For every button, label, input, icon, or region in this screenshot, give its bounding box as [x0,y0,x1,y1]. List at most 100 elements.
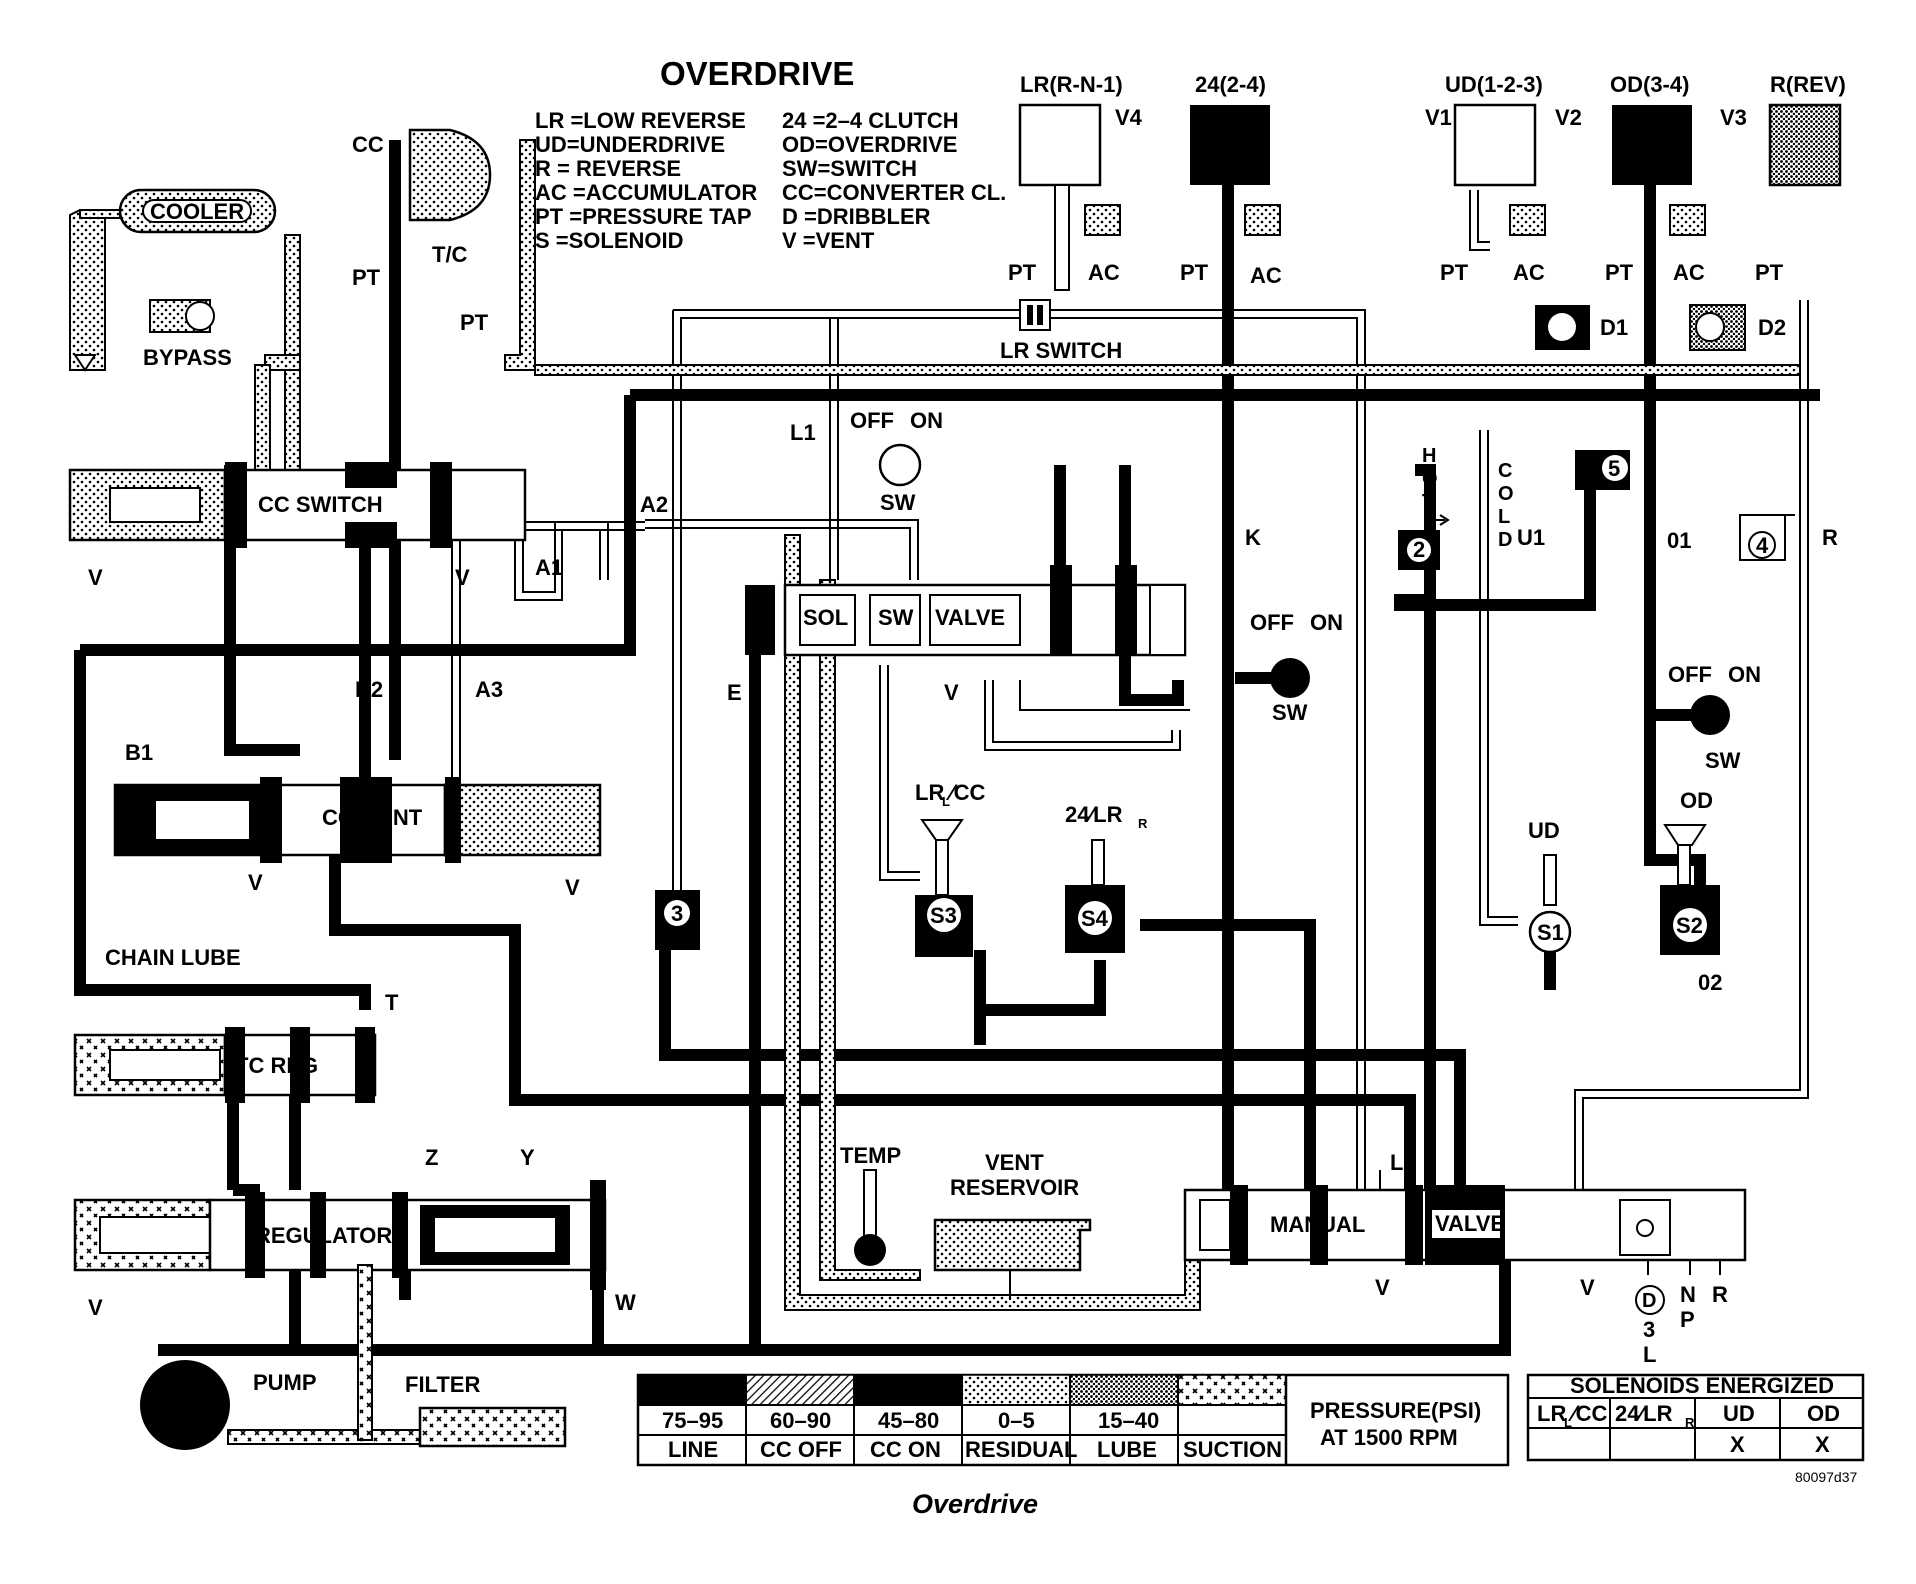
switch3-on: ON [1728,662,1761,687]
switch-off-icon [878,443,922,487]
valve-label: VALVE [935,605,1005,630]
switch2-sw: SW [1272,700,1308,725]
gear-r: R [1712,1282,1728,1307]
thin-line-passages [451,190,1809,1190]
cooler-drain-arrow-icon [73,354,97,372]
pressure-switch-top: OFF ON SW [850,408,943,515]
abbreviation-list-left: LR =LOW REVERSE UD=UNDERDRIVE R = REVERS… [535,108,757,253]
cc-switch-label: CC SWITCH [258,492,383,517]
switch-on-icon [1270,658,1310,698]
pressure-regulator-valve: REGULATOR Z Y W V [73,1145,636,1320]
pump-icon [140,1360,230,1450]
ud-clutch: UD(1-2-3) V1 V2 PT AC U1 [1425,72,1582,550]
s3-lr-sub: L [942,794,950,809]
thermal-arrow-icon [1430,514,1450,526]
manual-valve: MANUAL VALVE L2 V V D N P R 3 L [1183,1150,1747,1367]
temperature-sensor: TEMP [840,1143,901,1266]
switch1-sw: SW [880,490,916,515]
hot-o: O [1422,468,1438,490]
sol-valve-vent: V [944,680,959,705]
pump-and-filter: PUMP FILTER [140,1264,567,1450]
t-label: T [385,990,399,1015]
lr-switch-label: LR SWITCH [1000,338,1122,363]
v4-label: V4 [1115,105,1143,130]
legend-range-residual: 0–5 [998,1408,1035,1433]
cold-d: D [1498,529,1512,551]
legend-range-cc-off: 60–90 [770,1408,831,1433]
vent-label: VENT [985,1150,1044,1175]
c24-label: 24(2-4) [1195,72,1266,97]
sol-label: SOL [803,605,848,630]
u1-label: U1 [1517,525,1545,550]
solenoid-switch-valve: SOL SW VALVE E V L1 [727,420,1187,705]
cc-control-valve: CC CONT B1 B2 A3 V V [113,677,602,900]
gear-3: 3 [1643,1317,1655,1342]
abbrev-lr: LR =LOW REVERSE [535,108,746,133]
manual-label: MANUAL [1270,1212,1365,1237]
gear-d-icon [1635,1285,1665,1315]
v1-label: V1 [1425,105,1452,130]
s2-od-label: OD [1680,788,1713,813]
od-pt-label: PT [1605,260,1634,285]
abbrev-sw: SW=SWITCH [782,156,917,181]
s3-label: S3 [930,903,957,928]
lr-clutch: LR(R-N-1) V4 PT AC LR SWITCH [1000,72,1143,363]
abbrev-d: D =DRIBBLER [782,204,931,229]
od34-label: OD(3-4) [1610,72,1689,97]
legend-swatch-line [638,1375,746,1405]
figure-code: 80097d37 [1795,1469,1858,1485]
cooler-core [142,199,252,223]
switch3-sw: SW [1705,748,1741,773]
switch1-off: OFF [850,408,894,433]
ud-ac-label: AC [1513,260,1545,285]
solenoid-table-title: SOLENOIDS ENERGIZED [1570,1373,1834,1398]
lr-ac-label: AC [1088,260,1120,285]
abbrev-r: R = REVERSE [535,156,681,181]
solenoid-s1: UD S1 [1528,818,1572,954]
legend-subtitle: AT 1500 RPM [1320,1425,1458,1450]
solenoid-s2: OD S2 02 [1660,788,1722,995]
e-label: E [727,680,742,705]
manual-vent-2: V [1580,1275,1595,1300]
thermal-valve: H O T C O L D 2 [1398,445,1514,570]
check-3-label: 3 [671,901,683,926]
solenoid-header-24lr-sub: R [1685,1415,1695,1430]
manual-valve-label: VALVE [1435,1211,1505,1236]
switch2-on: ON [1310,610,1343,635]
legend-name-line: LINE [668,1437,718,1462]
check-2-label: 2 [1413,537,1425,562]
abbrev-cc: CC=CONVERTER CL. [782,180,1006,205]
s2-label: S2 [1676,913,1703,938]
cold-c: C [1498,460,1512,482]
pt-label-tc: PT [460,310,489,335]
switch1-on: ON [910,408,943,433]
b2-label: B2 [355,677,383,702]
v2-label: V2 [1555,105,1582,130]
z-label: Z [425,1145,438,1170]
check-4-label: 4 [1756,533,1769,558]
abbrev-ac: AC =ACCUMULATOR [535,180,757,205]
solenoid-header-lrcc: LR [1537,1401,1566,1426]
cc-top-label: CC [352,132,384,157]
figure-caption: Overdrive [912,1489,1038,1519]
vent-reservoir: VENT RESERVOIR [933,1150,1092,1300]
legend-swatch-cc-on [854,1375,962,1405]
cc-cont-vent-right: V [565,875,580,900]
s3-lr-label: LR [915,780,944,805]
solenoid-header-24lr: 24⁄LR [1615,1401,1673,1426]
manual-detent-icon [1636,1219,1654,1237]
torque-converter: CC T/C PT PT [352,128,492,335]
bypass-label: BYPASS [143,345,232,370]
s3-cc-tail: ⁄CC [945,780,986,805]
abbrev-v: V =VENT [782,228,875,253]
check-4: 4 [1739,514,1786,561]
s1-label: S1 [1537,920,1564,945]
cc-switch-valve: CC SWITCH V V A1 A2 [68,462,668,590]
gear-d: D [1642,1290,1656,1312]
abbrev-pt: PT =PRESSURE TAP [535,204,752,229]
diagram-title: OVERDRIVE [660,55,854,92]
legend-swatch-cc-off [745,1374,855,1406]
pressure-legend: 75–95 60–90 45–80 0–5 15–40 LINE CC OFF … [636,1373,1510,1467]
switch3-off: OFF [1668,662,1712,687]
a3-label: A3 [475,677,503,702]
